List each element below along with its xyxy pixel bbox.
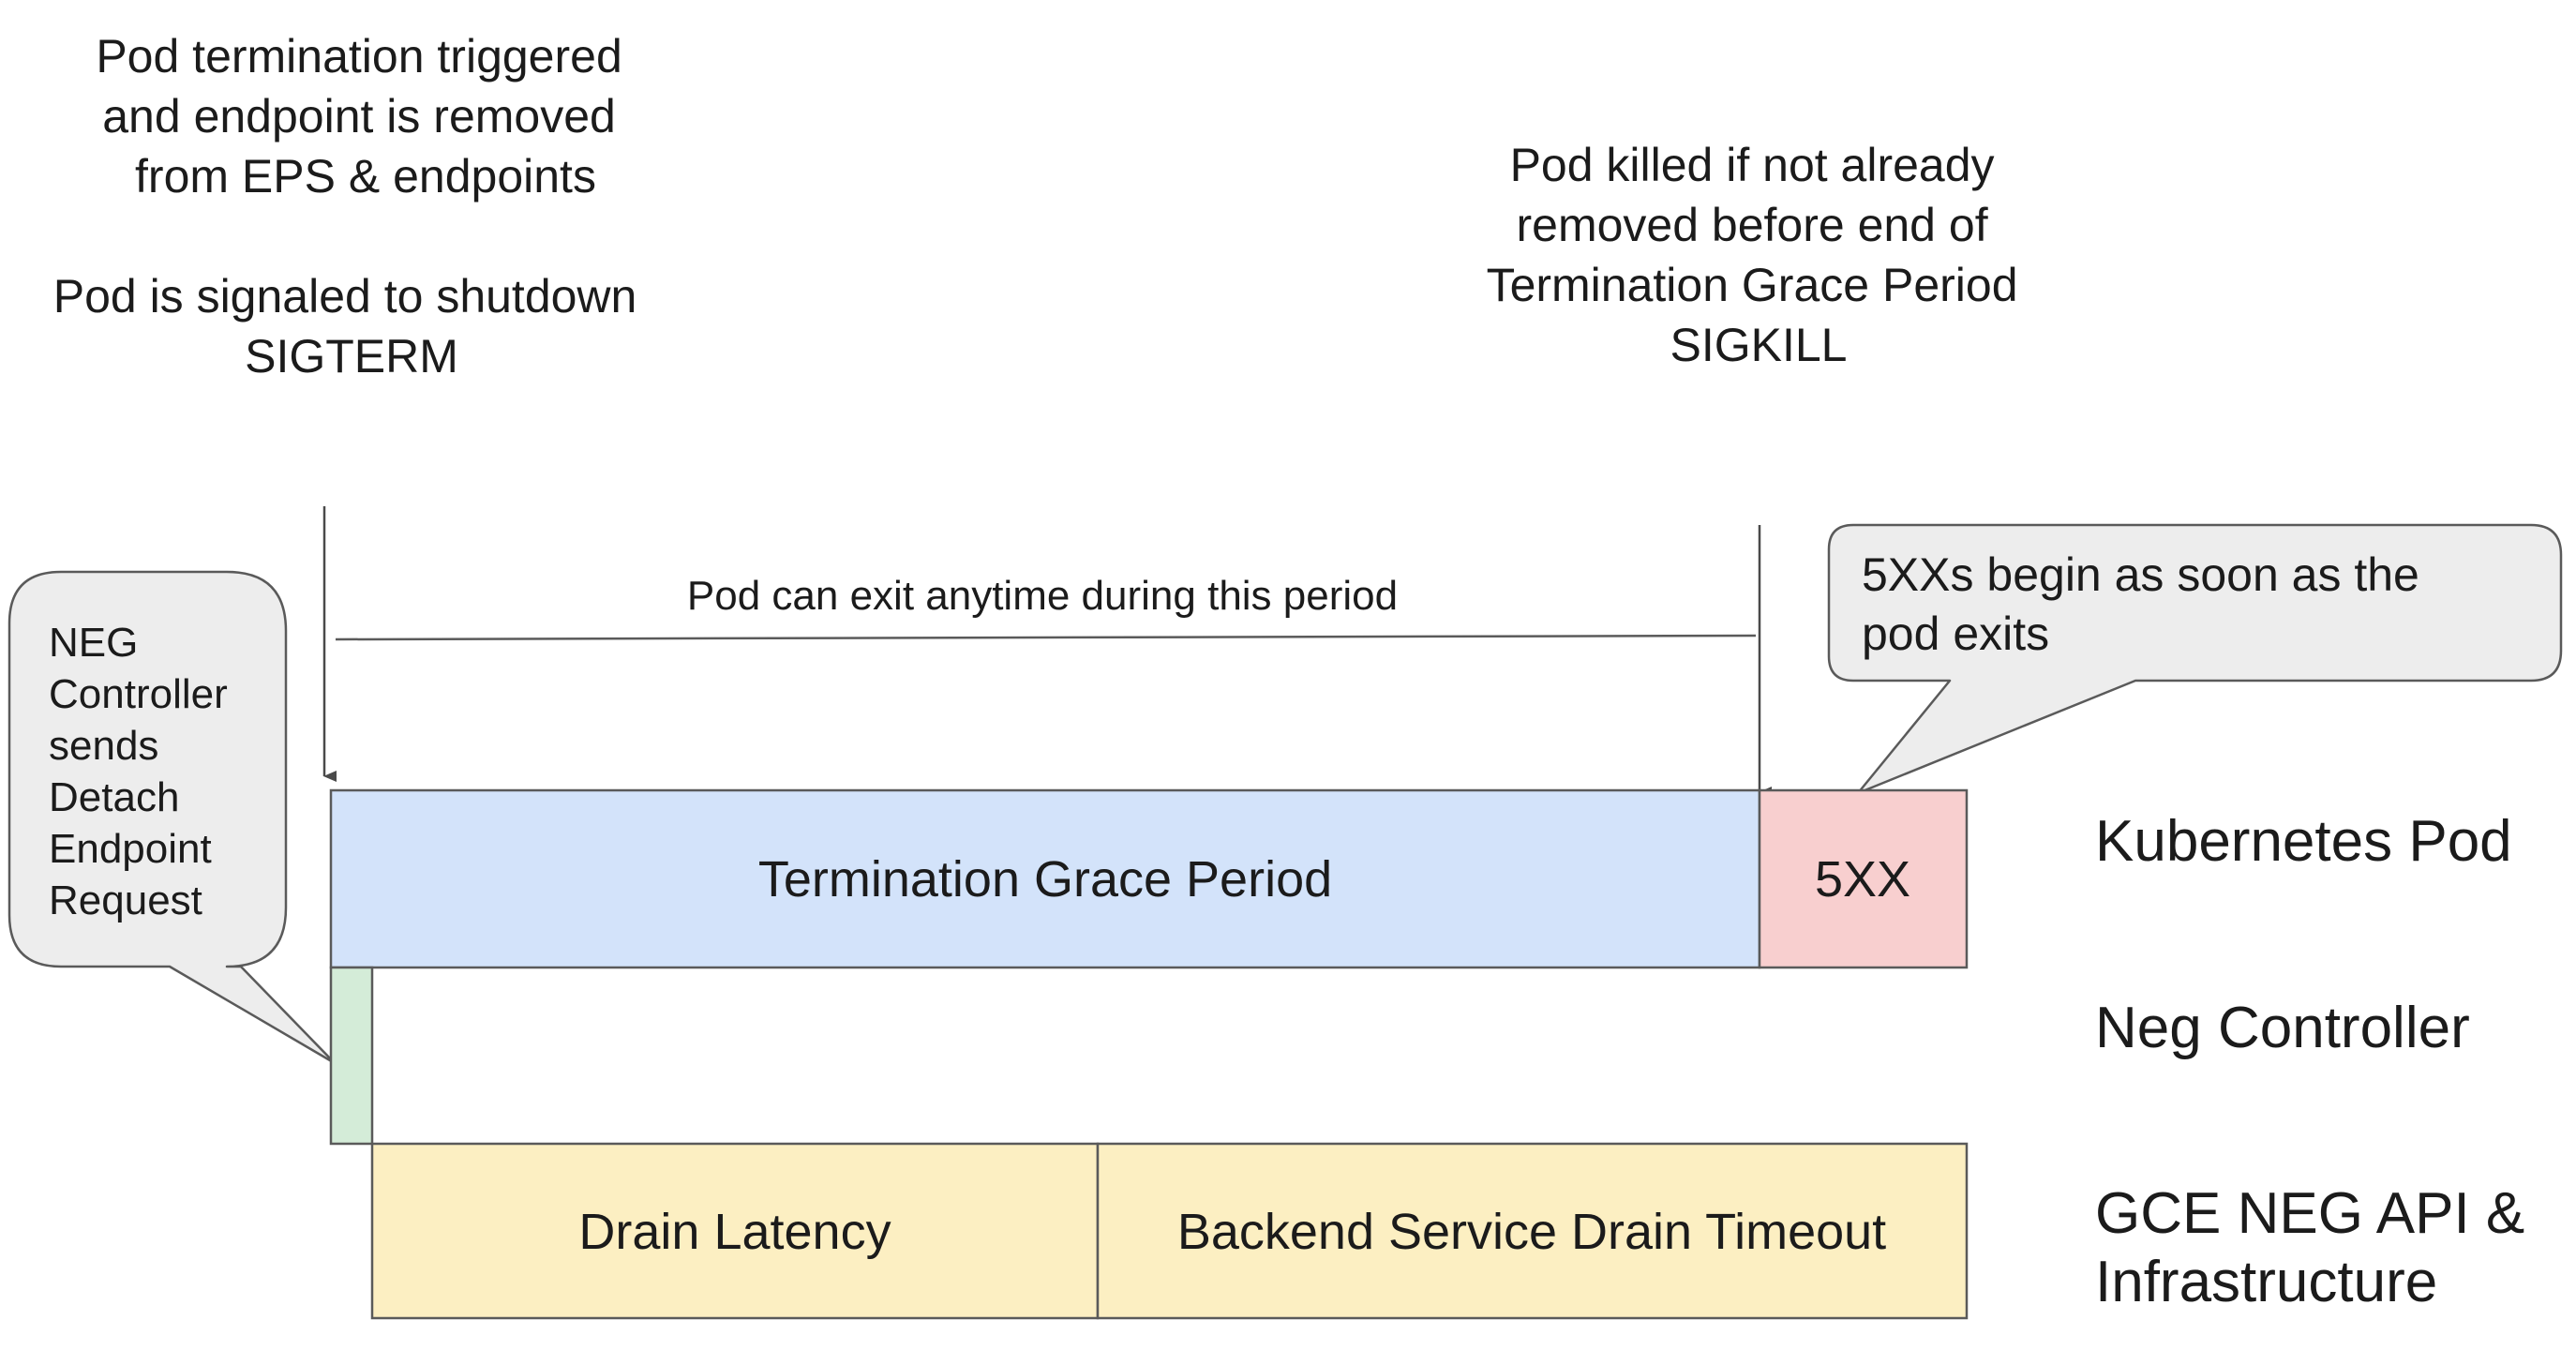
- drain-latency-label: Drain Latency: [578, 1204, 891, 1260]
- sigterm-line: SIGTERM: [245, 330, 458, 382]
- gce-label-line: Infrastructure: [2095, 1250, 2437, 1314]
- neg-callout-bubble: [7, 570, 337, 1065]
- neg-callout-line: Request: [49, 878, 202, 923]
- neg-callout-line: Endpoint: [49, 826, 212, 872]
- neg-callout-line: NEG: [49, 620, 138, 666]
- neg-callout-line: Controller: [49, 671, 228, 717]
- neg-controller-bar: [329, 966, 374, 1146]
- termination-grace-period-label: Termination Grace Period: [758, 851, 1332, 908]
- gce-label-line: GCE NEG API &: [2095, 1181, 2524, 1246]
- sigkill-line: SIGKILL: [1670, 319, 1848, 371]
- termination-line: and endpoint is removed: [102, 90, 616, 142]
- fivexx-label: 5XX: [1815, 851, 1910, 908]
- backend-drain-timeout-bar: [1096, 1142, 1969, 1320]
- neg-callout-line: sends: [49, 723, 158, 769]
- sigkill-line: Pod killed if not already: [1510, 139, 1995, 191]
- kubernetes-pod-label-line: Kubernetes Pod: [2095, 809, 2512, 874]
- sigterm-text: Pod is signaled to shutdown SIGTERM: [53, 270, 651, 382]
- sigkill-text: Pod killed if not already removed before…: [1487, 139, 2031, 371]
- gce-neg-api-row-label: GCE NEG API & Infrastructure: [2095, 1181, 2540, 1314]
- fivexx-callout-text: 5XXs begin as soon as the pod exits: [1862, 548, 2433, 660]
- termination-line: Pod termination triggered: [96, 30, 622, 82]
- kubernetes-pod-row-label: Kubernetes Pod: [2095, 809, 2512, 874]
- backend-drain-timeout-label: Backend Service Drain Timeout: [1177, 1204, 1886, 1260]
- exit-period-label: Pod can exit anytime during this period: [687, 573, 1398, 619]
- termination-line: from EPS & endpoints: [135, 150, 596, 202]
- neg-callout-text: NEG Controller sends Detach Endpoint Req…: [49, 620, 239, 923]
- exit-period-line: [335, 634, 1757, 641]
- neg-controller-row-label: Neg Controller: [2095, 996, 2470, 1060]
- drain-latency-bar: [370, 1142, 1100, 1320]
- fivexx-callout-bubble: [1827, 523, 2563, 795]
- neg-callout-line: Detach: [49, 774, 179, 820]
- fivexx-callout-line: pod exits: [1862, 608, 2049, 660]
- sigterm-line: Pod is signaled to shutdown: [53, 270, 637, 322]
- sigkill-line: removed before end of: [1516, 199, 1987, 251]
- fivexx-callout-line: 5XXs begin as soon as the: [1862, 548, 2419, 601]
- termination-triggered-text: Pod termination triggered and endpoint i…: [96, 30, 635, 202]
- neg-controller-label-line: Neg Controller: [2095, 996, 2470, 1060]
- fivexx-bar: [1758, 788, 1969, 969]
- termination-grace-period-bar: [329, 788, 1761, 969]
- sigkill-line: Termination Grace Period: [1487, 259, 2018, 311]
